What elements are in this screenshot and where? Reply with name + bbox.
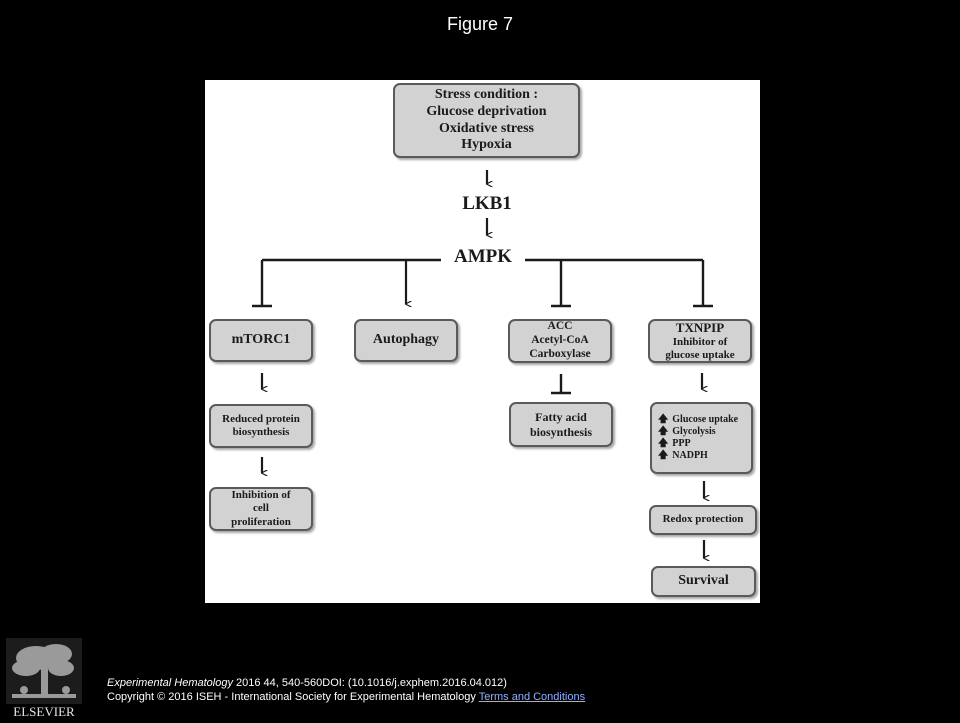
fatty-acid-line: Fatty acid xyxy=(535,410,587,425)
reduced-line: Reduced protein xyxy=(222,412,300,425)
stress-title: Stress condition : xyxy=(434,86,539,102)
stress-condition-node: Stress condition : Glucose deprivation O… xyxy=(393,83,580,158)
effect-row: 🡅 Glycolysis xyxy=(652,426,751,438)
redox-protection-node: Redox protection xyxy=(649,505,757,535)
figure-panel: Stress condition : Glucose deprivation O… xyxy=(205,80,760,603)
mtorc1-node: mTORC1 xyxy=(209,319,313,362)
survival-label: Survival xyxy=(678,573,729,589)
stress-item: Oxidative stress xyxy=(438,120,534,136)
inhibition-line: proliferation xyxy=(231,515,291,528)
elsevier-logo: ELSEVIER xyxy=(6,638,82,719)
citation-block: Experimental Hematology 2016 44, 540-560… xyxy=(107,676,585,704)
elsevier-tree-icon: ELSEVIER xyxy=(6,638,82,719)
effect-row: 🡅 NADPH xyxy=(652,450,751,462)
effect-label: PPP xyxy=(672,438,691,449)
txnpip-line: Inhibitor of xyxy=(672,335,728,348)
redox-label: Redox protection xyxy=(662,513,744,526)
fatty-acid-line: biosynthesis xyxy=(529,424,593,439)
reduced-line: biosynthesis xyxy=(232,426,290,438)
inhibition-node: Inhibition of cell proliferation xyxy=(209,487,313,531)
copyright-line: Copyright © 2016 ISEH - International So… xyxy=(107,690,585,704)
diagram-edges xyxy=(252,170,713,603)
publisher-wordmark: ELSEVIER xyxy=(13,704,75,718)
citation-details: 2016 44, 540-560DOI: (10.1016/j.exphem.2… xyxy=(232,677,507,689)
inhibition-line: Inhibition of xyxy=(231,489,291,502)
acc-line: ACC xyxy=(547,320,573,333)
effect-label: Glycolysis xyxy=(672,426,716,437)
effect-label: NADPH xyxy=(672,450,708,461)
lkb1-label: LKB1 xyxy=(462,193,512,214)
arrow-up-icon: 🡅 xyxy=(658,438,669,449)
slide-title: Figure 7 xyxy=(446,14,514,34)
acc-node: ACC Acetyl-CoA Carboxylase xyxy=(508,319,612,363)
fatty-acid-node: Fatty acid biosynthesis xyxy=(509,402,613,447)
terms-link[interactable]: Terms and Conditions xyxy=(478,691,586,703)
arrow-up-icon: 🡅 xyxy=(658,426,669,437)
txnpip-line: glucose uptake xyxy=(665,348,735,361)
effect-label: Glucose uptake xyxy=(672,414,739,425)
autophagy-label: Autophagy xyxy=(372,332,440,348)
arrow-up-icon: 🡅 xyxy=(658,414,669,425)
citation-line: Experimental Hematology 2016 44, 540-560… xyxy=(107,676,585,690)
autophagy-node: Autophagy xyxy=(354,319,458,362)
txnpip-node: TXNPIP Inhibitor of glucose uptake xyxy=(648,319,752,363)
survival-node: Survival xyxy=(651,566,756,597)
mtorc1-label: mTORC1 xyxy=(231,332,291,348)
acc-line: Carboxylase xyxy=(529,347,591,360)
inhibition-line: cell xyxy=(253,502,269,515)
acc-line: Acetyl-CoA xyxy=(531,334,589,347)
txnpip-effects-node: 🡅 Glucose uptake 🡅 Glycolysis 🡅 PPP 🡅 NA… xyxy=(650,402,753,474)
journal-name: Experimental Hematology xyxy=(107,677,233,689)
copyright-text: Copyright © 2016 ISEH - International So… xyxy=(107,691,479,703)
stress-item: Glucose deprivation xyxy=(426,103,547,119)
stress-item: Hypoxia xyxy=(461,137,512,153)
arrow-up-icon: 🡅 xyxy=(658,450,669,461)
ampk-label: AMPK xyxy=(453,246,513,267)
reduced-protein-node: Reduced protein biosynthesis xyxy=(209,404,313,448)
effect-row: 🡅 Glucose uptake xyxy=(652,414,751,426)
effect-row: 🡅 PPP xyxy=(652,438,751,450)
txnpip-title: TXNPIP xyxy=(675,320,725,336)
